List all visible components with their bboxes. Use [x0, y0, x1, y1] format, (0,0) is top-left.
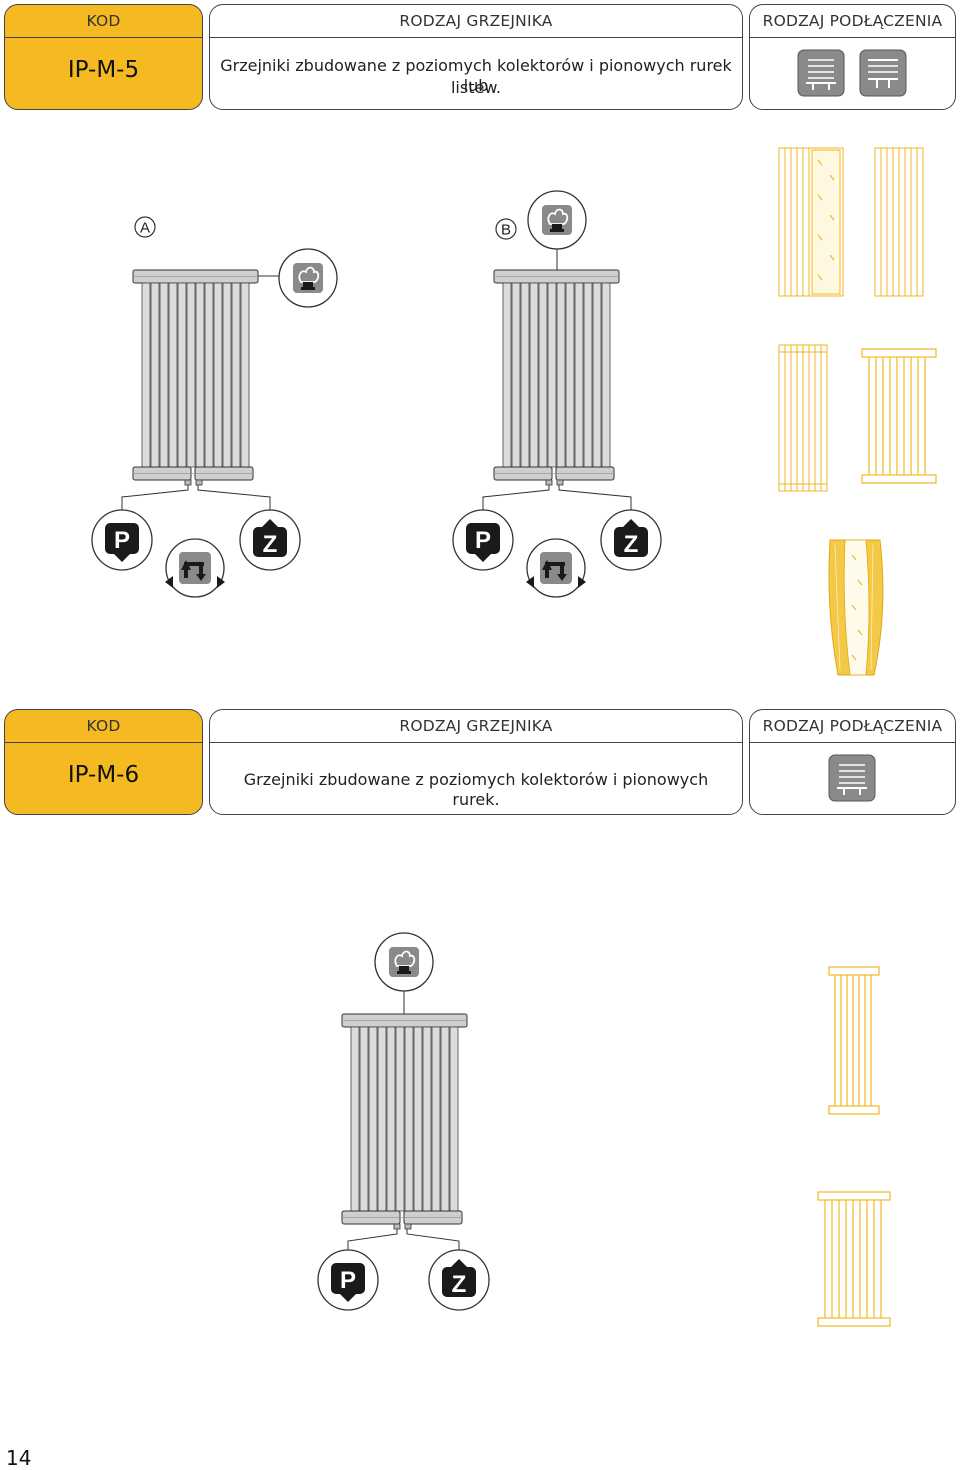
connection-type-header: RODZAJ PODŁĄCZENIA	[750, 5, 955, 38]
radiator-bottom-side-connection-icon	[859, 49, 907, 97]
radiator-bottom-connection-icon	[797, 49, 845, 97]
radiator-thumbnail-7	[817, 1191, 891, 1327]
air-vent-icon	[374, 932, 434, 992]
return-z-icon	[239, 509, 301, 571]
radiator-type-description-line1: Grzejniki zbudowane z poziomych kolektor…	[243, 770, 709, 809]
radiator-thumbnail-3	[778, 344, 828, 492]
rotation-connection-icon	[163, 537, 227, 599]
connection-type-panel: RODZAJ PODŁĄCZENIA	[749, 4, 956, 110]
variant-label-b: B	[495, 218, 517, 240]
radiator-type-panel: RODZAJ GRZEJNIKA Grzejniki zbudowane z p…	[209, 4, 743, 110]
supply-p-icon	[317, 1249, 379, 1311]
supply-p-icon	[452, 509, 514, 571]
return-z-icon	[600, 509, 662, 571]
radiator-type-header: RODZAJ GRZEJNIKA	[210, 710, 742, 743]
page-number: 14	[6, 1446, 32, 1470]
kod-header: KOD	[5, 5, 202, 38]
radiator-thumbnail-5	[828, 539, 884, 676]
rotation-connection-icon	[524, 537, 588, 599]
radiator-type-panel: RODZAJ GRZEJNIKA Grzejniki zbudowane z p…	[209, 709, 743, 815]
kod-panel-ip-m-6: KOD IP-M-6	[4, 709, 203, 815]
radiator-thumbnail-6	[828, 966, 880, 1115]
product-code: IP-M-6	[67, 762, 140, 788]
svg-text:B: B	[501, 222, 511, 239]
return-z-icon	[428, 1249, 490, 1311]
radiator-thumbnail-1	[778, 147, 844, 297]
air-vent-icon	[527, 190, 587, 250]
radiator-type-header: RODZAJ GRZEJNIKA	[210, 5, 742, 38]
product-code: IP-M-5	[67, 57, 140, 83]
radiator-type-description-line2: listew.	[450, 78, 502, 97]
kod-header: KOD	[5, 710, 202, 743]
radiator-type-description-line1: Grzejniki zbudowane z poziomych kolektor…	[220, 56, 732, 95]
supply-p-icon	[91, 509, 153, 571]
radiator-thumbnail-4	[861, 348, 937, 484]
svg-text:A: A	[140, 220, 150, 237]
radiator-diagram-b	[452, 190, 662, 599]
kod-panel-ip-m-5: KOD IP-M-5	[4, 4, 203, 110]
air-vent-icon	[278, 248, 338, 308]
radiator-diagram-a	[91, 248, 338, 599]
radiator-bottom-connection-icon	[828, 754, 876, 802]
variant-label-a: A	[134, 216, 156, 238]
connection-type-header: RODZAJ PODŁĄCZENIA	[750, 710, 955, 743]
radiator-thumbnail-2	[874, 147, 924, 297]
radiator-diagram-ip-m-6	[317, 932, 490, 1311]
